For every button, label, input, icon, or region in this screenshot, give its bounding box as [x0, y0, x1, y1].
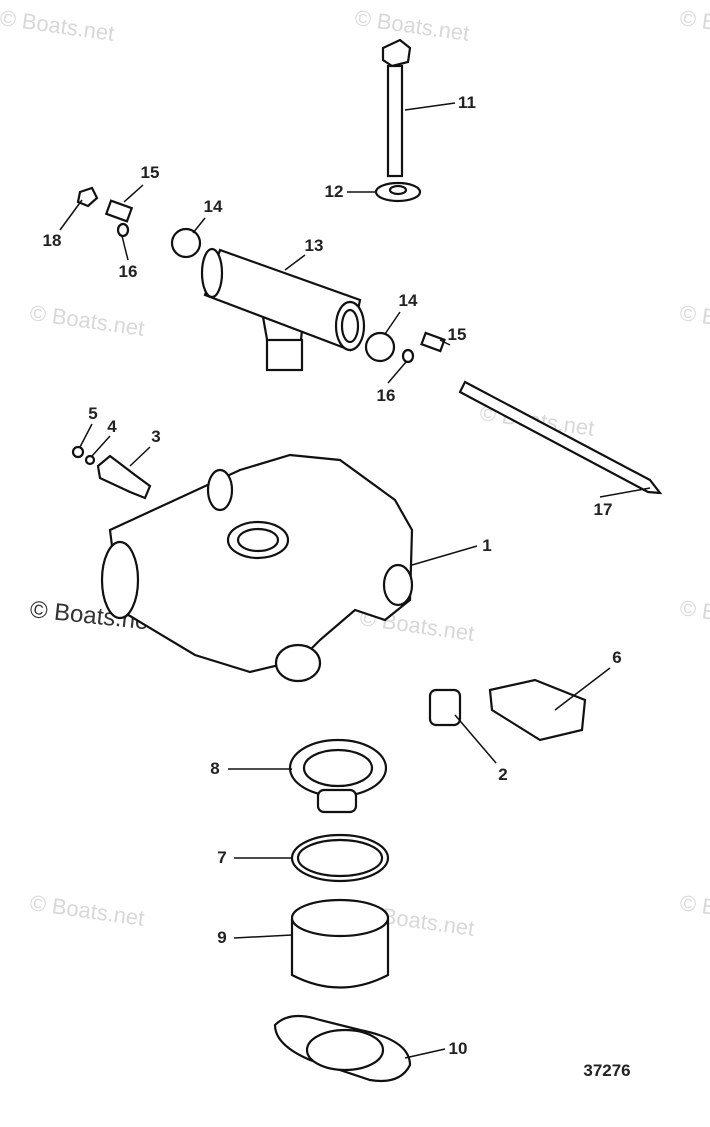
spring-15	[104, 199, 134, 223]
washer-16	[116, 222, 130, 238]
callout-17: 17	[593, 500, 613, 519]
switch-6	[488, 678, 587, 742]
callout-15: 15	[140, 163, 160, 182]
nut-5	[71, 445, 85, 459]
callout-16: 16	[376, 386, 396, 405]
sleeve-9	[290, 898, 390, 989]
callout-15: 15	[447, 325, 467, 344]
callout-1: 1	[482, 536, 492, 555]
tee-13	[200, 247, 366, 372]
callout-4: 4	[107, 417, 117, 436]
callout-14: 14	[398, 291, 418, 310]
callout-10: 10	[448, 1039, 468, 1058]
callout-9: 9	[217, 928, 227, 947]
callout-18: 18	[42, 231, 62, 250]
callout-12: 12	[324, 182, 344, 201]
sensor-3	[96, 454, 152, 500]
callout-13: 13	[304, 236, 324, 255]
diagram-number: 37276	[583, 1061, 631, 1080]
callout-2: 2	[498, 765, 508, 784]
ball-14	[170, 227, 202, 259]
ball-14	[364, 331, 396, 363]
thermostat-8	[288, 738, 388, 814]
callout-16: 16	[118, 262, 138, 281]
bolt-11	[381, 38, 412, 178]
washer-4	[84, 454, 96, 466]
nut-18	[76, 186, 99, 208]
gasket-10	[273, 1014, 412, 1083]
rod-17	[458, 380, 663, 495]
callout-7: 7	[217, 848, 227, 867]
callout-5: 5	[88, 404, 98, 423]
callout-8: 8	[210, 759, 220, 778]
callout-11: 11	[458, 93, 476, 112]
callout-14: 14	[203, 197, 223, 216]
plug-2	[428, 688, 462, 727]
callout-6: 6	[612, 648, 622, 667]
leader-lines	[59, 102, 651, 1059]
callout-3: 3	[151, 427, 161, 446]
housing-1	[100, 453, 414, 683]
washer-16	[401, 348, 415, 364]
spring-15	[420, 331, 446, 353]
